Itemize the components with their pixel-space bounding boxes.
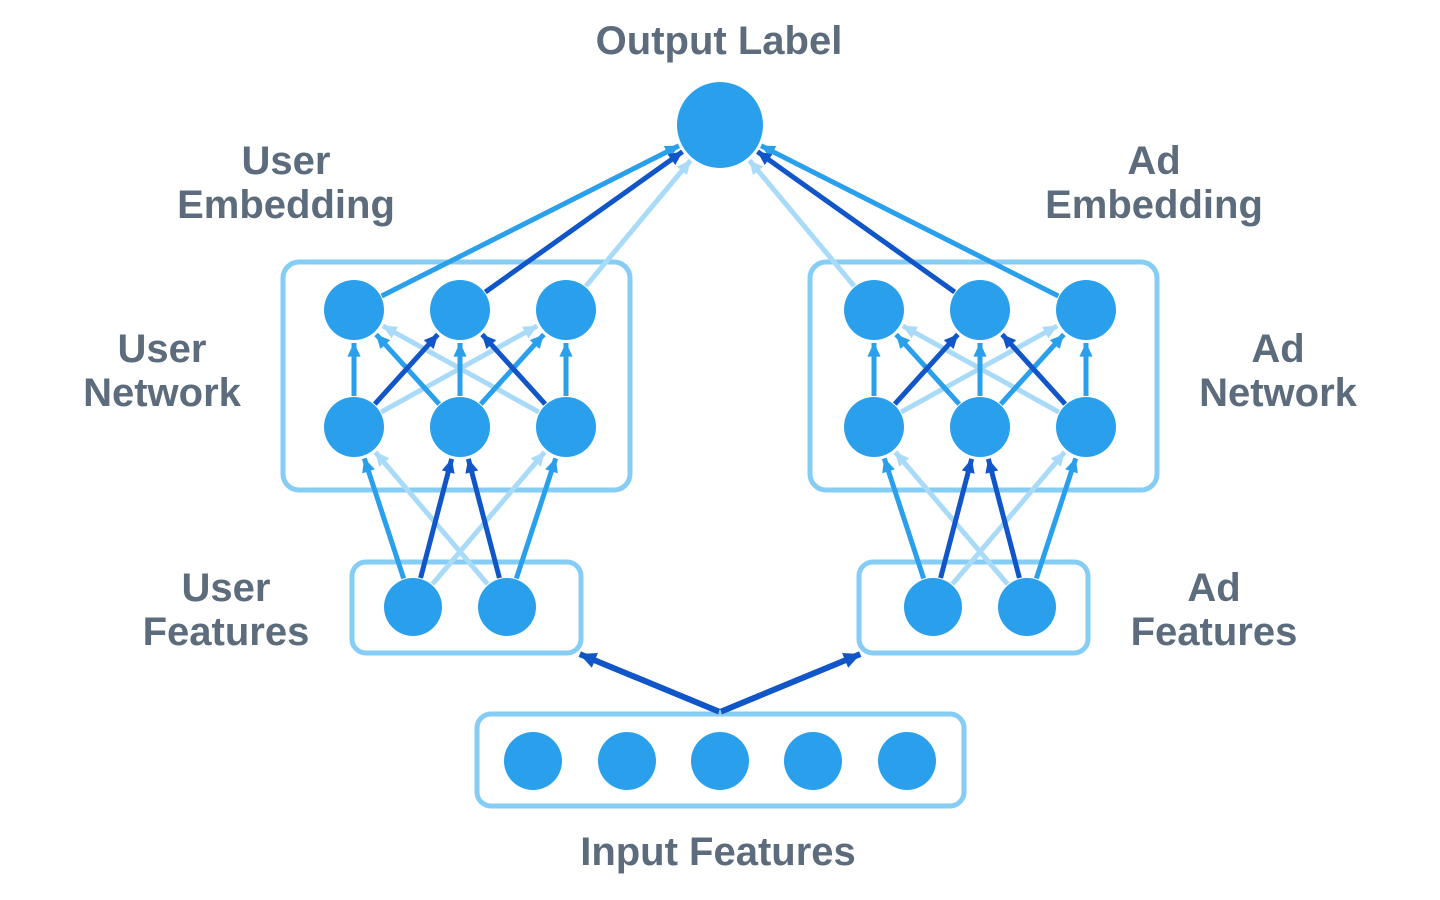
arrow-a_t0-to-output bbox=[747, 158, 857, 288]
ad-hidden1-node-1 bbox=[844, 397, 904, 457]
ad-hidden2-node-3 bbox=[1056, 280, 1116, 340]
input-node-3 bbox=[691, 732, 749, 790]
input-features-label: Input Features bbox=[580, 830, 856, 874]
arrow-input_top-to-uf_corner bbox=[578, 651, 721, 715]
arrow-input_top-to-af_corner bbox=[719, 651, 862, 715]
ad-hidden1-node-2 bbox=[950, 397, 1010, 457]
arrow-a_f1-to-a_b0 bbox=[893, 450, 1010, 586]
arrow-a_b0-to-a_t1 bbox=[892, 332, 960, 406]
arrow-u_b2-to-u_t1 bbox=[480, 332, 548, 406]
arrow-u_b0-to-u_t1 bbox=[372, 332, 440, 406]
ad-features-label: Ad Features bbox=[1130, 566, 1298, 654]
user-embedding-label: User Embedding bbox=[177, 139, 395, 227]
ad-feature-node-2 bbox=[998, 578, 1056, 636]
user-hidden1-node-2 bbox=[430, 397, 490, 457]
user-network-label: User Network bbox=[83, 327, 241, 415]
arrow-a_f0-to-a_b2 bbox=[950, 450, 1067, 586]
arrow-u_t2-to-output bbox=[583, 158, 693, 288]
arrow-u_t0-to-output bbox=[380, 143, 681, 299]
ad-network-box bbox=[807, 259, 1160, 493]
output-node bbox=[677, 82, 763, 168]
arrow-u_f1-to-u_b1 bbox=[465, 458, 502, 579]
arrow-a_f0-to-a_b1 bbox=[938, 458, 975, 579]
arrow-u_f0-to-u_b0 bbox=[361, 457, 407, 580]
user-hidden2-node-2 bbox=[430, 280, 490, 340]
ad-network-label: Ad Network bbox=[1199, 327, 1357, 415]
arrow-u_f0-to-u_b1 bbox=[418, 458, 455, 579]
arrow-u_f1-to-u_b0 bbox=[373, 450, 490, 586]
input-node-5 bbox=[878, 732, 936, 790]
input-node-4 bbox=[784, 732, 842, 790]
input-node-2 bbox=[598, 732, 656, 790]
user-network-box bbox=[280, 259, 633, 493]
input-features-box bbox=[474, 711, 967, 809]
ad-hidden2-node-2 bbox=[950, 280, 1010, 340]
arrow-a_f0-to-a_b0 bbox=[881, 457, 927, 580]
output-label: Output Label bbox=[595, 19, 843, 63]
ad-hidden2-node-1 bbox=[844, 280, 904, 340]
ad-feature-node-1 bbox=[904, 578, 962, 636]
arrow-u_t1-to-output bbox=[483, 149, 684, 295]
arrow-u_f0-to-u_b2 bbox=[430, 450, 547, 586]
ad-hidden1-node-3 bbox=[1056, 397, 1116, 457]
arrow-a_b2-to-a_t1 bbox=[1000, 332, 1068, 406]
arrow-a_f1-to-a_b1 bbox=[985, 458, 1022, 579]
input-node-1 bbox=[504, 732, 562, 790]
ad-embedding-label: Ad Embedding bbox=[1045, 139, 1263, 227]
arrow-a_t1-to-output bbox=[756, 149, 957, 295]
user-hidden2-node-1 bbox=[324, 280, 384, 340]
user-feature-node-2 bbox=[478, 578, 536, 636]
user-hidden2-node-3 bbox=[536, 280, 596, 340]
user-feature-node-1 bbox=[384, 578, 442, 636]
user-hidden1-node-3 bbox=[536, 397, 596, 457]
arrow-a_f1-to-a_b2 bbox=[1033, 457, 1079, 580]
arrow-u_f1-to-u_b2 bbox=[513, 457, 559, 580]
user-features-label: User Features bbox=[142, 566, 310, 654]
arrow-a_t2-to-output bbox=[759, 143, 1060, 299]
user-hidden1-node-1 bbox=[324, 397, 384, 457]
